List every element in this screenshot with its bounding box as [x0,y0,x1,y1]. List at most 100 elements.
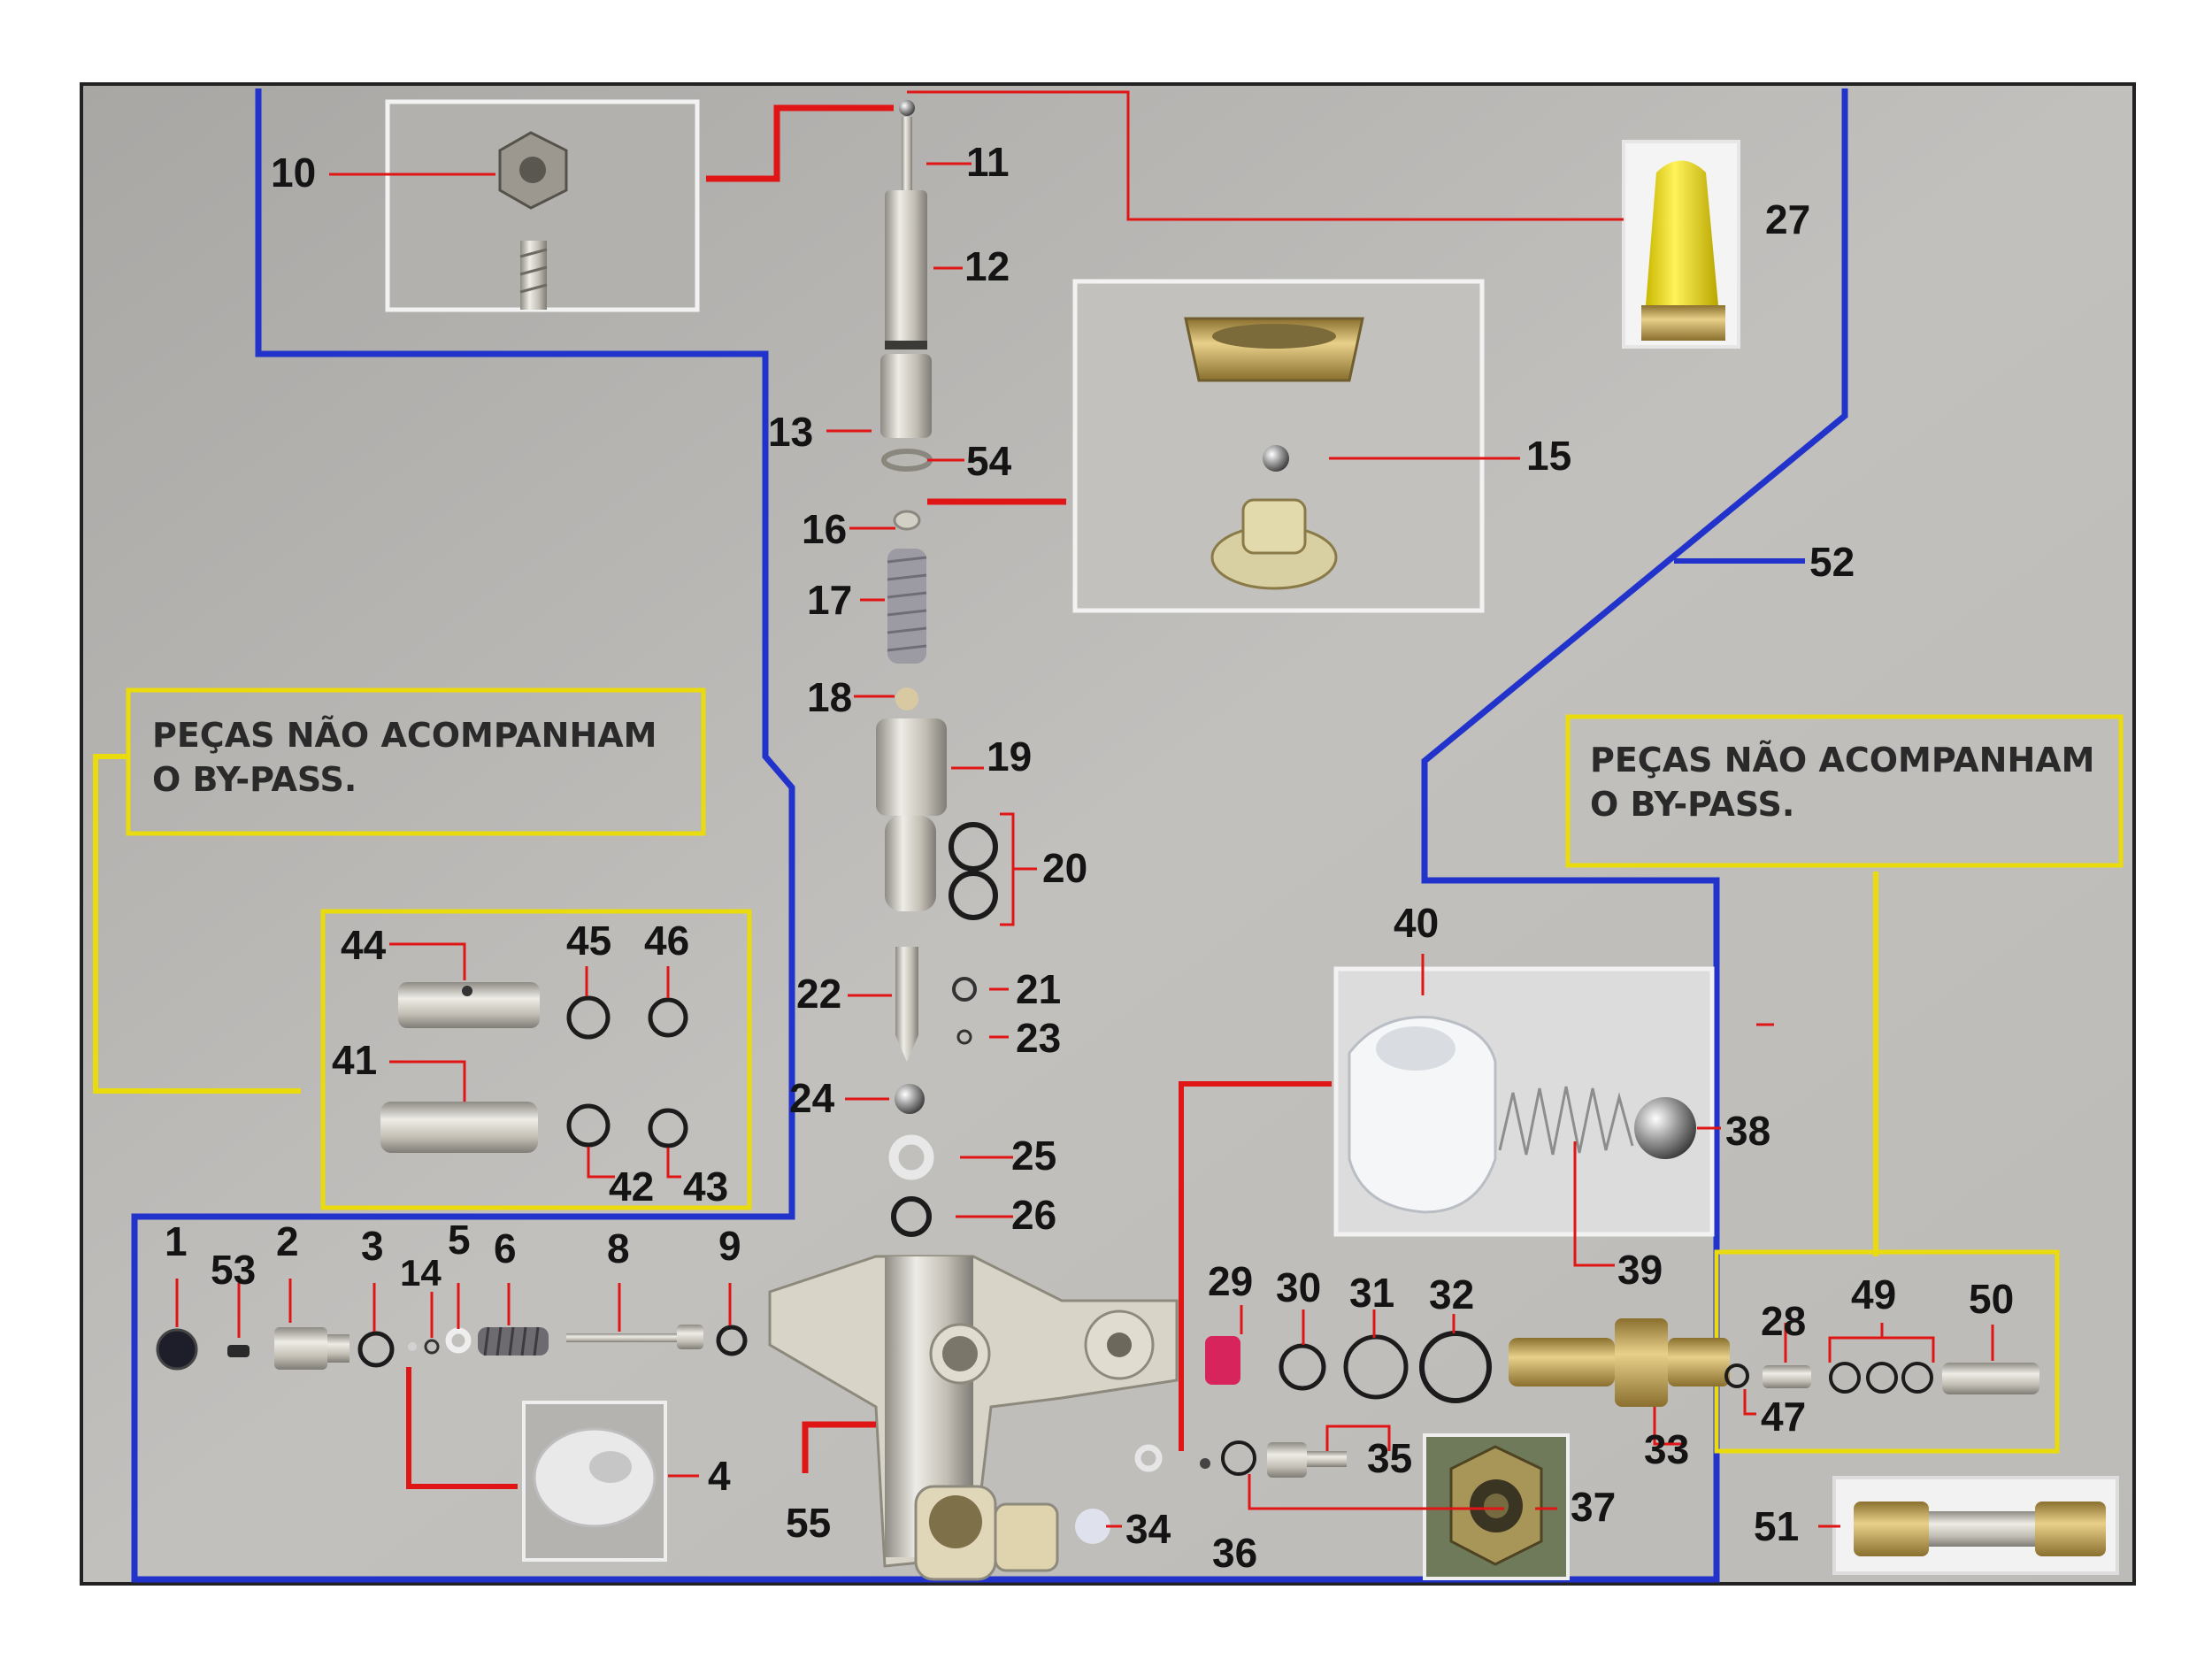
rod-groove [885,341,927,349]
part-33-tail [1668,1338,1730,1386]
label-part-32: 32 [1429,1271,1475,1317]
label-part-53: 53 [211,1247,257,1293]
label-part-20: 20 [1042,845,1088,891]
part-20-oring-b [949,871,998,920]
label-part-24: 24 [789,1075,835,1121]
label-part-26: 26 [1011,1192,1057,1238]
part-24-ball [895,1084,925,1114]
part-45-oring [566,995,611,1040]
stud-thread [519,248,548,258]
label-part-3: 3 [361,1223,384,1269]
part-3-oring [357,1331,395,1368]
washer-4 [533,1427,657,1528]
note-right-line2: O BY-PASS. [1590,785,1795,825]
label-part-27: 27 [1765,196,1811,242]
label-part-35: 35 [1367,1435,1413,1481]
part-44-banjo-bolt [398,982,540,1028]
note-box-left [126,687,706,836]
part-49-oring-c [1901,1362,1933,1394]
part-8-head [677,1325,703,1349]
part-48-pin [1763,1365,1811,1388]
part-18 [895,687,918,710]
label-part-45: 45 [566,918,612,964]
part-47-oring [1724,1363,1749,1388]
cylinder-bore [1376,1026,1455,1071]
label-part-23: 23 [1016,1015,1062,1061]
part-50-fitting [1942,1363,2039,1394]
label-part-13: 13 [768,409,814,455]
label-part-34: 34 [1125,1506,1171,1552]
part-35-fitting [1267,1442,1307,1478]
label-part-54: 54 [966,438,1012,484]
part-34-small [1134,1444,1163,1472]
label-part-37: 37 [1571,1484,1617,1530]
washer-hole [589,1451,632,1483]
part-41-banjo-bolt [380,1102,538,1153]
label-part-49: 49 [1851,1271,1897,1317]
label-part-40: 40 [1394,900,1440,946]
label-part-1: 1 [165,1218,188,1264]
part-5-washer [445,1327,472,1354]
spring-6-coils [483,1326,540,1356]
valve-seat-stem [1241,498,1307,555]
label-part-9: 9 [718,1223,741,1269]
fitting-51-tube [1929,1511,2035,1547]
part-13-sleeve [880,354,932,438]
note-right: PEÇAS NÃO ACOMPANHAM O BY-PASS. [1590,738,2094,826]
part-11-pin [902,117,912,195]
label-part-28: 28 [1761,1298,1807,1344]
part-2-nut [274,1327,327,1370]
ball-38 [1634,1097,1696,1159]
nut-bore-inner [1484,1494,1509,1518]
label-part-6: 6 [494,1225,517,1271]
part-19-stem [885,816,936,911]
part-49-oring-a [1829,1362,1861,1394]
label-part-41: 41 [332,1037,378,1083]
nut-hole [519,157,546,183]
label-part-47: 47 [1761,1394,1807,1440]
part-20-oring-a [949,822,998,872]
label-part-31: 31 [1349,1270,1395,1316]
label-part-39: 39 [1617,1247,1663,1293]
label-part-38: 38 [1725,1108,1771,1154]
label-part-4: 4 [708,1453,731,1499]
stud-thread [519,283,548,294]
parts-box-41-46 [320,909,752,1210]
part-30-oring [1279,1343,1326,1391]
label-part-15: 15 [1526,433,1572,479]
label-part-5: 5 [448,1217,471,1263]
label-part-33: 33 [1644,1426,1690,1472]
label-part-16: 16 [802,506,848,552]
label-part-46: 46 [644,918,690,964]
spring-coils [887,556,927,652]
label-part-51: 51 [1754,1503,1800,1549]
part-6-spring [478,1327,549,1356]
note-left-line2: O BY-PASS. [152,760,357,800]
valve-body-55 [768,1255,1179,1581]
part-22-needle [895,947,918,1062]
label-part-29: 29 [1208,1258,1254,1304]
label-part-12: 12 [964,243,1010,289]
note-left: PEÇAS NÃO ACOMPANHAM O BY-PASS. [152,713,657,802]
yellow-cap-27 [1646,160,1718,305]
ball-15 [1263,445,1289,472]
label-part-10: 10 [271,150,317,196]
part-34-plug [1075,1509,1110,1544]
part-53-screw [227,1345,250,1357]
part-8-pin [566,1333,690,1342]
part-43-oring [648,1108,688,1148]
fitting-51-end [2035,1502,2106,1556]
part-ball-top [899,100,915,116]
part-14-oring [424,1339,440,1355]
label-part-52: 52 [1809,539,1855,585]
part-21-oring [952,977,977,1002]
part-1-cap [156,1328,198,1371]
part-42-oring [566,1103,611,1148]
part-49-oring-b [1866,1362,1898,1394]
part-29-filter [1205,1336,1240,1385]
part-36-ball [1200,1458,1210,1469]
label-part-8: 8 [607,1225,630,1271]
red-leaders [175,90,1994,1528]
part-32-oring [1419,1331,1492,1403]
